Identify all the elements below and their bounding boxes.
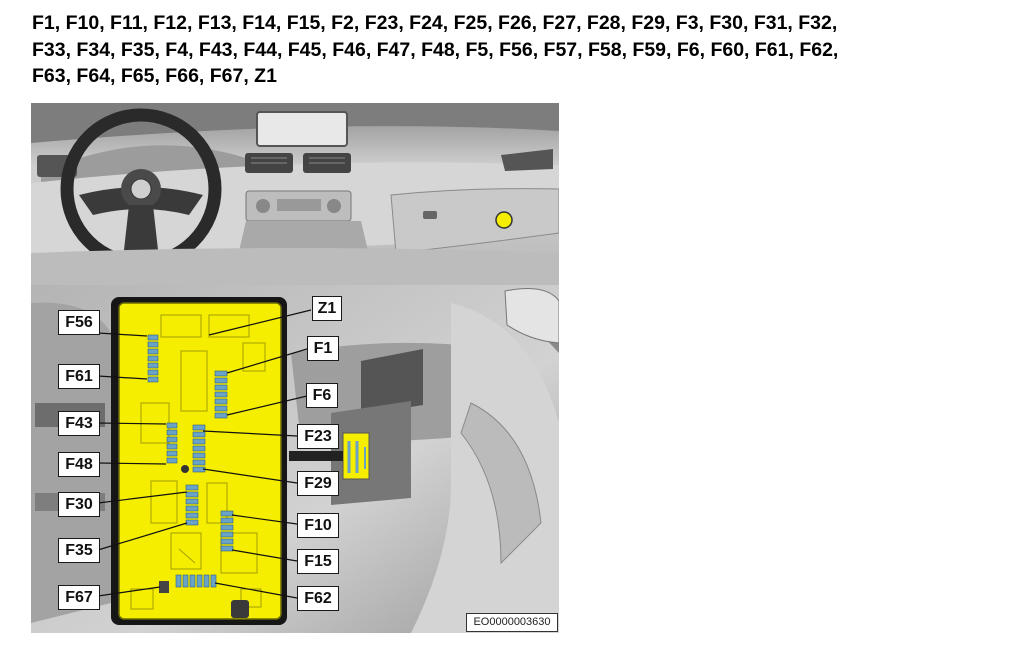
fuse-box-detail-panel [31,285,559,633]
callout-f29: F29 [297,471,339,496]
callout-f10: F10 [297,513,339,538]
callout-f23: F23 [297,424,339,449]
image-reference-code: EO0000003630 [466,613,558,632]
fuse-list-line-1: F1, F10, F11, F12, F13, F14, F15, F2, F2… [32,12,838,34]
callout-f61: F61 [58,364,100,389]
fuse-list-line-2: F33, F34, F35, F4, F43, F44, F45, F46, F… [32,38,839,61]
fuse-box-diagram: F56 F61 F43 F48 F30 F35 F67 Z1 F1 F6 F23… [31,103,559,633]
callout-f30: F30 [58,492,100,517]
callout-f48: F48 [58,452,100,477]
callout-f67: F67 [58,585,100,610]
fuse-box-illustration [31,103,559,633]
dashboard-overview-panel [31,103,559,285]
callout-z1: Z1 [312,296,342,321]
callout-f62: F62 [297,586,339,611]
callout-f15: F15 [297,549,339,574]
callout-f43: F43 [58,411,100,436]
callout-f56: F56 [58,310,100,335]
callout-f35: F35 [58,538,100,563]
callout-f6: F6 [306,383,338,408]
fuse-list-line-3: F63, F64, F65, F66, F67, Z1 [32,65,277,87]
fuse-list-header: F1, F10, F11, F12, F13, F14, F15, F2, F2… [32,10,992,90]
fuse-box-location-marker [495,211,513,229]
callout-f1: F1 [307,336,339,361]
